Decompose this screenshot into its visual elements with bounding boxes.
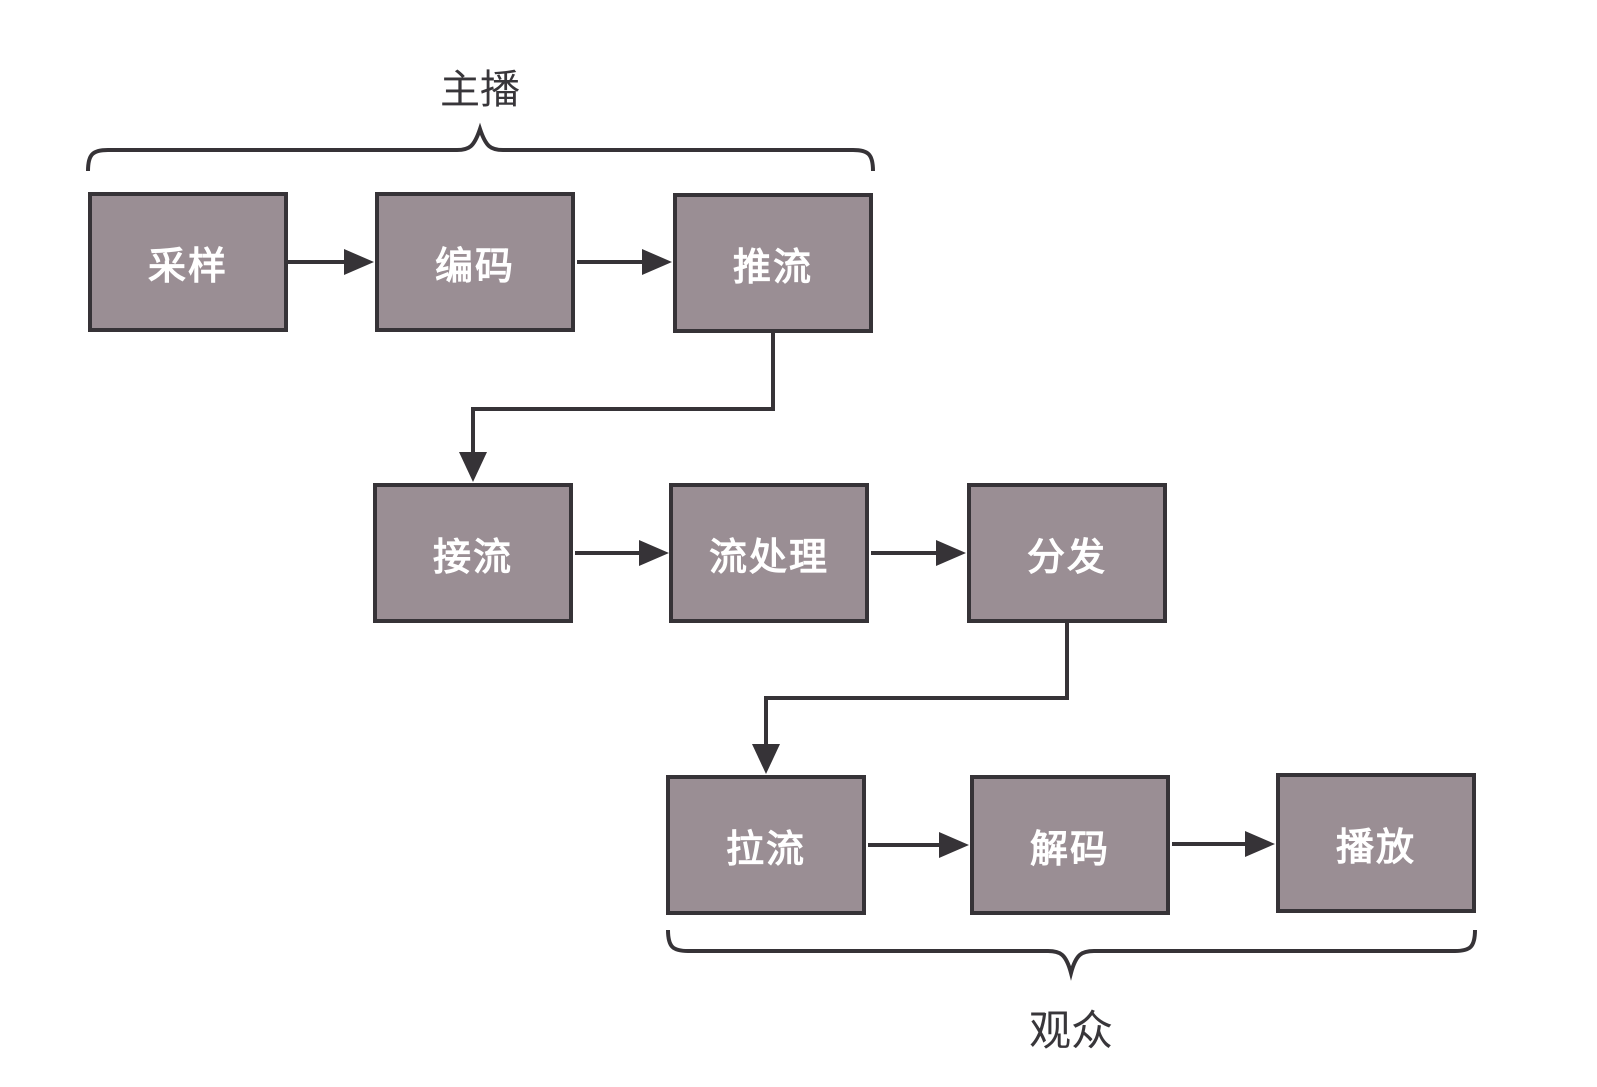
node-sampling: 采样 bbox=[88, 192, 288, 332]
node-push-stream-label: 推流 bbox=[732, 246, 813, 289]
node-pull-stream-label: 拉流 bbox=[725, 828, 806, 871]
node-encoding-label: 编码 bbox=[434, 245, 515, 288]
arrowhead-pull-decoding bbox=[939, 832, 969, 858]
group-label-audience: 观众 bbox=[1028, 1007, 1114, 1054]
node-pull-stream: 拉流 bbox=[666, 775, 866, 915]
node-decoding-label: 解码 bbox=[1029, 828, 1110, 871]
node-stream-processing-label: 流处理 bbox=[708, 536, 829, 579]
node-playback-label: 播放 bbox=[1335, 826, 1416, 869]
arrowhead-distribution-pull bbox=[752, 744, 780, 774]
arrowhead-processing-distribution bbox=[936, 540, 966, 566]
brace-broadcaster bbox=[86, 122, 875, 172]
arrowhead-decoding-playback bbox=[1245, 831, 1275, 857]
edge-push-receive bbox=[471, 333, 775, 452]
node-distribution: 分发 bbox=[967, 483, 1167, 623]
node-receive-stream-label: 接流 bbox=[432, 536, 513, 579]
node-encoding: 编码 bbox=[375, 192, 575, 332]
node-playback: 播放 bbox=[1276, 773, 1476, 913]
arrowhead-encoding-push bbox=[642, 249, 672, 275]
node-decoding: 解码 bbox=[970, 775, 1170, 915]
brace-audience bbox=[666, 929, 1477, 981]
edge-distribution-pull bbox=[764, 623, 1069, 745]
node-receive-stream: 接流 bbox=[373, 483, 573, 623]
node-push-stream: 推流 bbox=[673, 193, 873, 333]
group-label-broadcaster: 主播 bbox=[440, 68, 520, 112]
arrowhead-push-receive bbox=[459, 452, 487, 482]
node-distribution-label: 分发 bbox=[1026, 536, 1107, 579]
node-stream-processing: 流处理 bbox=[669, 483, 869, 623]
node-sampling-label: 采样 bbox=[147, 245, 228, 288]
arrowhead-sampling-encoding bbox=[344, 249, 374, 275]
arrowhead-receive-processing bbox=[639, 540, 669, 566]
